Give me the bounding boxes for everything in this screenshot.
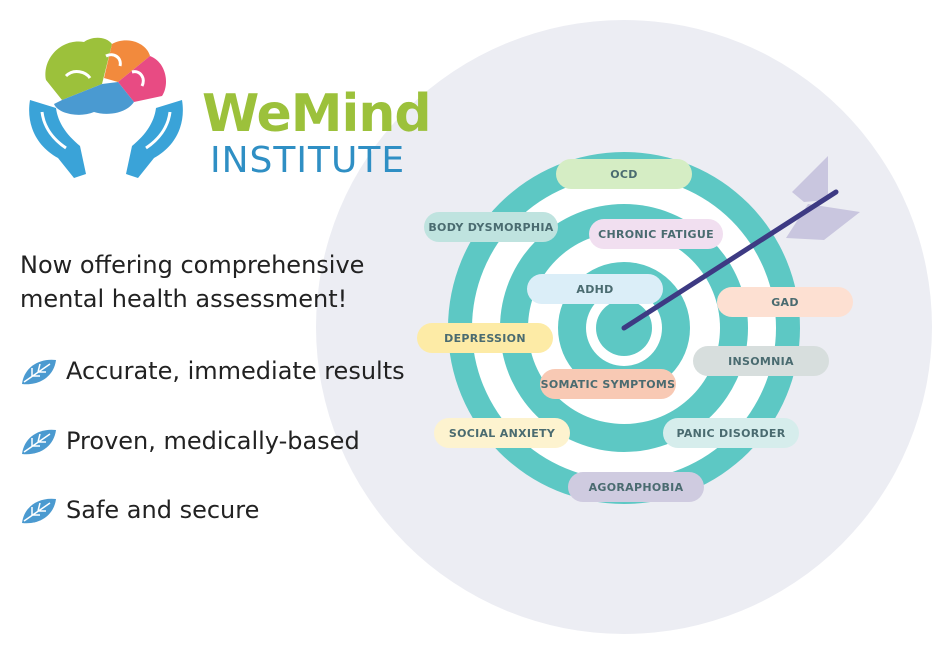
condition-pill: BODY DYSMORPHIA bbox=[424, 212, 558, 242]
arrow-fletching-top bbox=[792, 156, 828, 202]
condition-pill: PANIC DISORDER bbox=[663, 418, 799, 448]
condition-pill: INSOMNIA bbox=[693, 346, 829, 376]
feature-item: Accurate, immediate results bbox=[20, 356, 405, 386]
brain-hands-icon bbox=[29, 37, 183, 178]
leaf-icon bbox=[22, 498, 56, 524]
feature-text: Accurate, immediate results bbox=[66, 357, 405, 385]
condition-pill: OCD bbox=[556, 159, 692, 189]
logo: WeMind INSTITUTE bbox=[22, 28, 432, 188]
logo-subtitle: INSTITUTE bbox=[210, 140, 406, 181]
feature-text: Proven, medically-based bbox=[66, 427, 360, 455]
condition-pill: CHRONIC FATIGUE bbox=[589, 219, 723, 249]
condition-pill: GAD bbox=[717, 287, 853, 317]
arrow-fletching-bottom bbox=[786, 204, 860, 240]
condition-pill: AGORAPHOBIA bbox=[568, 472, 704, 502]
condition-pill: DEPRESSION bbox=[417, 323, 553, 353]
feature-text: Safe and secure bbox=[66, 496, 260, 524]
feature-item: Safe and secure bbox=[20, 495, 259, 525]
condition-pill: SOMATIC SYMPTOMS bbox=[540, 369, 676, 399]
headline: Now offering comprehensive mental health… bbox=[20, 251, 365, 313]
condition-pill: SOCIAL ANXIETY bbox=[434, 418, 570, 448]
logo-name: WeMind bbox=[202, 84, 432, 144]
leaf-icon bbox=[22, 429, 56, 455]
condition-pill: ADHD bbox=[527, 274, 663, 304]
leaf-icon bbox=[22, 359, 56, 385]
arrow-shaft bbox=[621, 189, 839, 331]
feature-item: Proven, medically-based bbox=[20, 426, 360, 456]
